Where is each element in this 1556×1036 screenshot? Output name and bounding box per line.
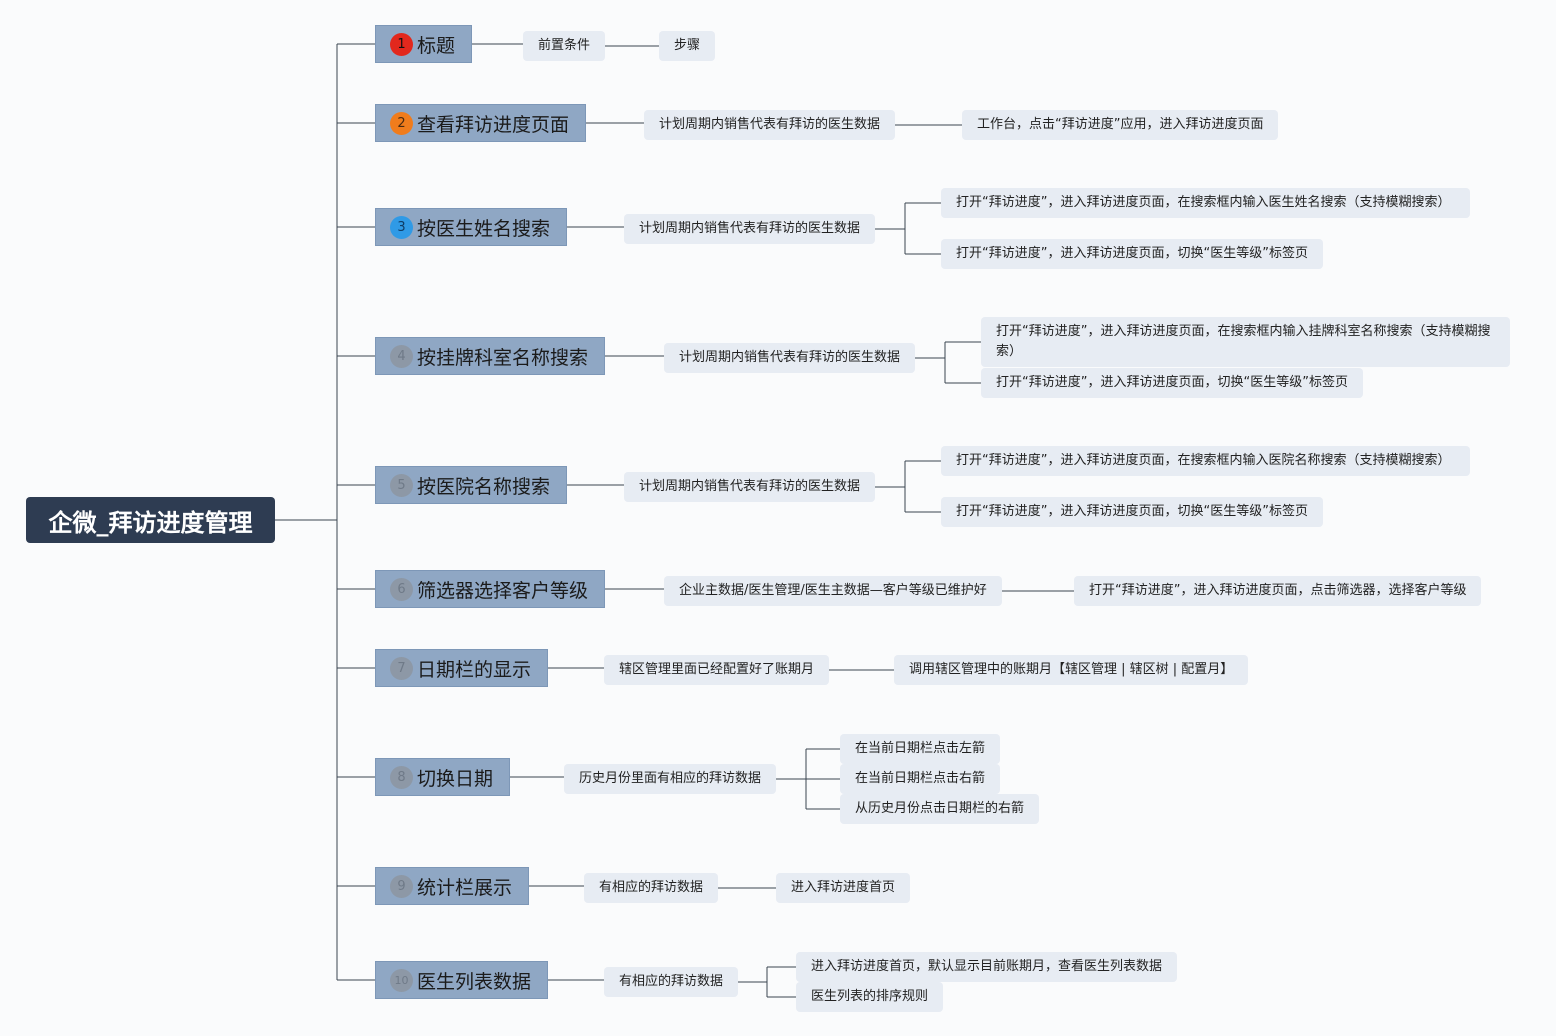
branch-5-precondition[interactable]: 计划周期内销售代表有拜访的医生数据 [624,472,876,502]
branch-6-topic[interactable]: 6 筛选器选择客户等级 [375,570,606,608]
branch-5-topic[interactable]: 5 按医院名称搜索 [375,466,568,504]
number-2-icon: 2 [390,111,413,135]
branch-10-title: 医生列表数据 [417,970,532,993]
number-8-icon: 8 [390,765,413,789]
branch-10-topic[interactable]: 10 医生列表数据 [375,961,549,999]
number-5-icon: 5 [390,473,413,497]
number-6-icon: 6 [390,577,413,601]
branch-1-step-1[interactable]: 步骤 [659,31,716,61]
branch-3-step-2[interactable]: 打开“拜访进度”，进入拜访进度页面，切换“医生等级”标签页 [941,239,1323,269]
branch-4-topic[interactable]: 4 按挂牌科室名称搜索 [375,337,606,375]
branch-6-precondition[interactable]: 企业主数据/医生管理/医生主数据—客户等级已维护好 [664,576,1002,606]
branch-8-title: 切换日期 [417,767,494,790]
branch-5-step-1[interactable]: 打开“拜访进度”，进入拜访进度页面，在搜索框内输入医院名称搜索（支持模糊搜索） [941,446,1470,476]
branch-3-precondition[interactable]: 计划周期内销售代表有拜访的医生数据 [624,214,876,244]
number-3-icon: 3 [390,215,413,239]
branch-4-title: 按挂牌科室名称搜索 [417,346,589,369]
branch-10-precondition[interactable]: 有相应的拜访数据 [604,967,739,997]
branch-6-step-1[interactable]: 打开“拜访进度”，进入拜访进度页面，点击筛选器，选择客户等级 [1074,576,1482,606]
branch-4-step-1[interactable]: 打开“拜访进度”，进入拜访进度页面，在搜索框内输入挂牌科室名称搜索（支持模糊搜索… [981,317,1510,367]
number-9-icon: 9 [390,874,413,898]
branch-2-topic[interactable]: 2 查看拜访进度页面 [375,104,587,142]
branch-8-step-3[interactable]: 从历史月份点击日期栏的右箭 [840,794,1040,824]
branch-2-step-1[interactable]: 工作台，点击“拜访进度”应用，进入拜访进度页面 [962,110,1279,140]
branch-2-precondition[interactable]: 计划周期内销售代表有拜访的医生数据 [644,110,896,140]
number-7-icon: 7 [390,656,413,680]
branch-9-title: 统计栏展示 [417,876,513,899]
branch-1-topic[interactable]: 1 标题 [375,25,473,63]
branch-9-topic[interactable]: 9 统计栏展示 [375,867,530,905]
branch-3-step-1[interactable]: 打开“拜访进度”，进入拜访进度页面，在搜索框内输入医生姓名搜索（支持模糊搜索） [941,188,1470,218]
branch-8-step-1[interactable]: 在当前日期栏点击左箭 [840,734,1001,764]
branch-10-step-2[interactable]: 医生列表的排序规则 [796,982,944,1012]
branch-7-step-1[interactable]: 调用辖区管理中的账期月【辖区管理 | 辖区树 | 配置月】 [894,655,1249,685]
branch-9-step-1[interactable]: 进入拜访进度首页 [776,873,911,903]
branch-9-precondition[interactable]: 有相应的拜访数据 [584,873,719,903]
branch-7-topic[interactable]: 7 日期栏的显示 [375,649,549,687]
branch-4-step-2[interactable]: 打开“拜访进度”，进入拜访进度页面，切换“医生等级”标签页 [981,368,1363,398]
branch-1-title: 标题 [417,34,456,57]
branch-3-topic[interactable]: 3 按医生姓名搜索 [375,208,568,246]
branch-10-step-1[interactable]: 进入拜访进度首页，默认显示目前账期月，查看医生列表数据 [796,952,1178,982]
branch-7-title: 日期栏的显示 [417,658,532,681]
branch-7-precondition[interactable]: 辖区管理里面已经配置好了账期月 [604,655,830,685]
number-10-icon: 10 [390,968,413,992]
number-4-icon: 4 [390,344,413,368]
branch-5-step-2[interactable]: 打开“拜访进度”，进入拜访进度页面，切换“医生等级”标签页 [941,497,1323,527]
branch-8-step-2[interactable]: 在当前日期栏点击右箭 [840,764,1001,794]
branch-2-title: 查看拜访进度页面 [417,113,570,136]
root-topic-label: 企微_拜访进度管理 [48,508,253,537]
branch-6-title: 筛选器选择客户等级 [417,579,589,602]
branch-8-precondition[interactable]: 历史月份里面有相应的拜访数据 [564,764,777,794]
branch-3-title: 按医生姓名搜索 [417,217,551,240]
root-topic[interactable]: 企微_拜访进度管理 [26,497,275,543]
branch-8-topic[interactable]: 8 切换日期 [375,758,511,796]
branch-1-precondition[interactable]: 前置条件 [523,31,606,61]
number-1-icon: 1 [390,32,413,56]
branch-5-title: 按医院名称搜索 [417,475,551,498]
branch-4-precondition[interactable]: 计划周期内销售代表有拜访的医生数据 [664,343,916,373]
